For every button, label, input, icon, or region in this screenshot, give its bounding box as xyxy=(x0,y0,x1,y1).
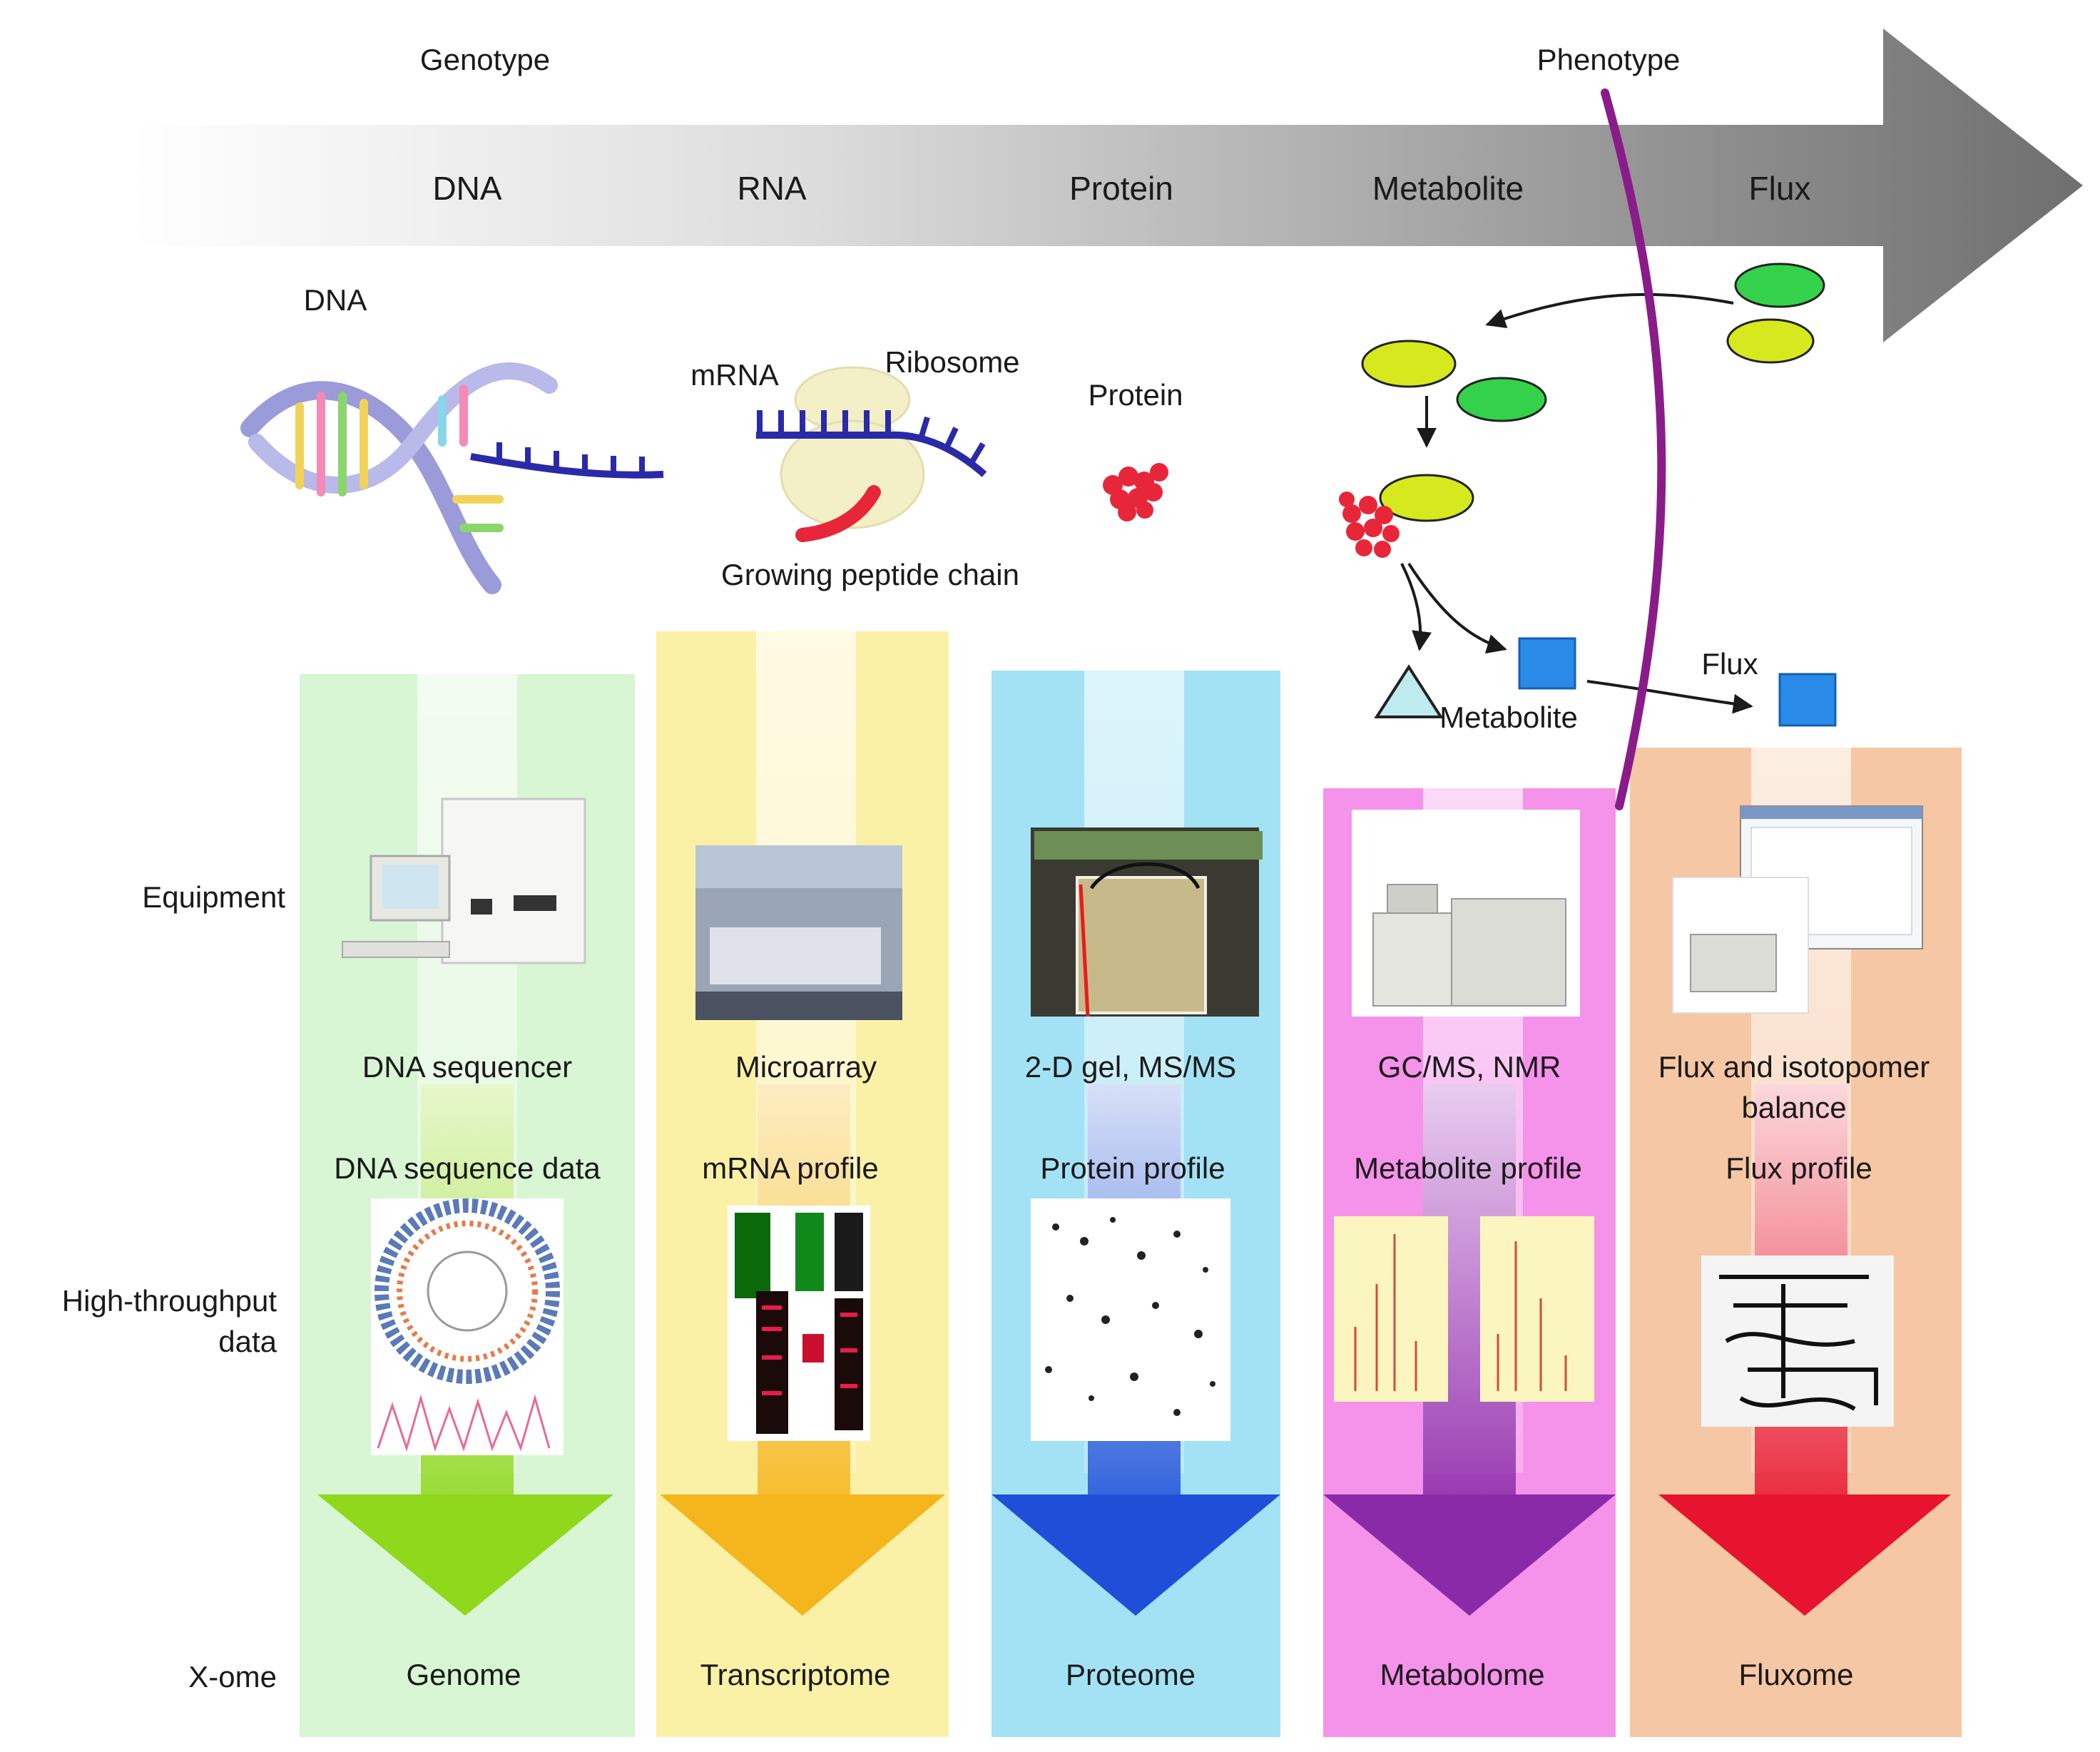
data-label-genome: DNA sequence data xyxy=(334,1151,601,1185)
dna-sequencer-icon xyxy=(342,798,586,964)
metabolite-protein-cluster xyxy=(1339,492,1400,558)
row-label-data: data xyxy=(218,1325,277,1358)
equipment-label-genome: DNA sequencer xyxy=(362,1050,572,1084)
metabolite-illustration-label: Metabolite xyxy=(1439,701,1578,734)
2d-gel-photo xyxy=(1031,827,1263,1017)
equipment-label-fluxome: Flux and isotopomer xyxy=(1658,1050,1930,1084)
genotype-phenotype-arrow xyxy=(132,29,2083,342)
mrna-label: mRNA xyxy=(690,358,779,392)
enzyme-green-2 xyxy=(1456,377,1547,422)
row-label-xome: X-ome xyxy=(188,1660,277,1694)
flux-software-photo xyxy=(1672,805,1923,1014)
protein-gel-image xyxy=(1031,1198,1230,1441)
ome-label-fluxome: Fluxome xyxy=(1738,1658,1853,1691)
flux-illustration-label: Flux xyxy=(1701,647,1758,681)
flux-square xyxy=(1778,673,1837,727)
phenotype-boundary-curve xyxy=(1601,88,1666,810)
dna-helix-icon xyxy=(240,362,664,594)
stage-rna: RNA xyxy=(737,170,806,207)
metabolite-spectra-image xyxy=(1334,1216,1594,1402)
metabolite-triangle xyxy=(1374,664,1444,718)
stage-dna: DNA xyxy=(432,170,501,207)
row-label-equipment: Equipment xyxy=(142,880,285,914)
stage-flux: Flux xyxy=(1749,170,1811,207)
gc-ms-nmr-photo xyxy=(1352,810,1580,1017)
equipment-label-transcriptome: Microarray xyxy=(735,1050,877,1084)
protein-cluster-icon xyxy=(1103,463,1168,521)
flux-map-image xyxy=(1701,1256,1894,1427)
data-label-fluxome: Flux profile xyxy=(1726,1151,1872,1185)
data-label-proteome: Protein profile xyxy=(1040,1151,1225,1185)
ome-label-proteome: Proteome xyxy=(1066,1658,1196,1691)
stage-protein: Protein xyxy=(1069,170,1173,207)
growing-peptide-label: Growing peptide chain xyxy=(721,558,1019,591)
equipment-label-metabolome: GC/MS, NMR xyxy=(1378,1050,1561,1084)
row-label-high-throughput: High-throughput xyxy=(62,1284,277,1318)
stage-metabolite: Metabolite xyxy=(1372,170,1524,207)
genome-map-image xyxy=(371,1198,564,1455)
dna-illustration-label: DNA xyxy=(304,283,367,317)
microarray-photo xyxy=(695,845,902,1020)
protein-label: Protein xyxy=(1088,378,1183,412)
ome-label-genome: Genome xyxy=(406,1658,521,1691)
equipment-label-proteome: 2-D gel, MS/MS xyxy=(1025,1050,1236,1084)
enzyme-yellow-3 xyxy=(1379,474,1474,522)
data-label-metabolome: Metabolite profile xyxy=(1354,1151,1582,1185)
metabolite-square xyxy=(1518,637,1576,690)
enzyme-green-1 xyxy=(1734,263,1825,308)
equipment-label-fluxome-line2: balance xyxy=(1741,1091,1846,1124)
ribosome-label: Ribosome xyxy=(885,345,1019,379)
ome-label-transcriptome: Transcriptome xyxy=(700,1658,891,1691)
data-label-transcriptome: mRNA profile xyxy=(702,1151,878,1185)
metabolic-pathway xyxy=(1339,263,1837,727)
ribosome-icon xyxy=(756,366,987,542)
phenotype-label: Phenotype xyxy=(1537,43,1681,76)
mrna-heatmap-image xyxy=(728,1206,870,1441)
enzyme-yellow-2 xyxy=(1361,340,1457,388)
enzyme-yellow-1 xyxy=(1726,318,1815,364)
ome-label-metabolome: Metabolome xyxy=(1380,1658,1544,1691)
genotype-label: Genotype xyxy=(420,43,550,76)
